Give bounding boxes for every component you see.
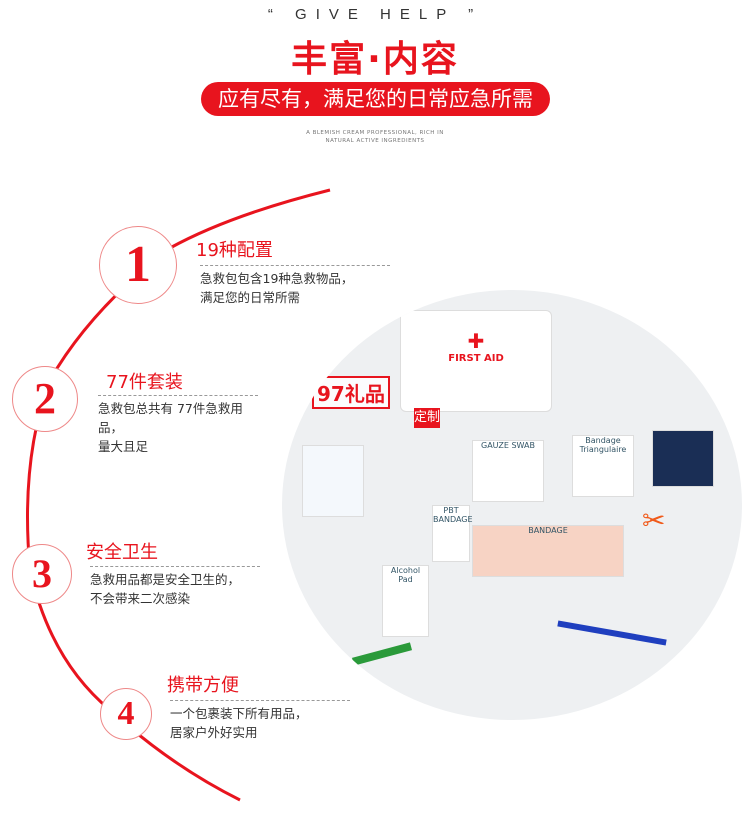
gauze-swab: GAUZE SWAB bbox=[472, 440, 544, 502]
feature-desc-4: 一个包裹装下所有用品， 居家户外好实用 bbox=[170, 700, 350, 742]
desc-line: 不会带来二次感染 bbox=[90, 591, 191, 606]
alcohol-pad: Alcohol Pad bbox=[382, 565, 429, 637]
desc-line: 急救包总共有 77件急救用品， bbox=[98, 401, 243, 435]
tagline: A BLEMISH CREAM PROFESSIONAL, RICH IN NAT… bbox=[0, 129, 750, 145]
feature-title-2: 77件套装 bbox=[106, 372, 183, 393]
triangular-bandage: Bandage Triangulaire bbox=[572, 435, 634, 497]
desc-line: 急救包包含19种急救物品， bbox=[200, 271, 354, 286]
kicker-text: “ GIVE HELP ” bbox=[267, 6, 483, 23]
feature-number-1: 1 bbox=[99, 226, 177, 304]
banner: 应有尽有，满足您的日常应急所需 bbox=[201, 82, 550, 116]
feature-desc-3: 急救用品都是安全卫生的， 不会带来二次感染 bbox=[90, 566, 260, 608]
box-label: FIRST AID bbox=[448, 353, 504, 364]
desc-line: 居家户外好实用 bbox=[170, 725, 258, 740]
feature-title-3: 安全卫生 bbox=[86, 542, 158, 563]
tagline-line-2: NATURAL ACTIVE INGREDIENTS bbox=[325, 138, 425, 144]
cold-pack bbox=[302, 445, 364, 517]
desc-line: 量大且足 bbox=[98, 439, 149, 454]
feature-number-2: 2 bbox=[12, 366, 78, 432]
tweezers bbox=[557, 620, 667, 646]
adhesive-bandages: BANDAGE bbox=[472, 525, 624, 577]
desc-line: 急救用品都是安全卫生的， bbox=[90, 572, 241, 587]
desc-line: 一个包裹装下所有用品， bbox=[170, 706, 308, 721]
first-aid-kit-photo: ✚ FIRST AID 97礼品 定制 GAUZE SWAB Bandage T… bbox=[282, 290, 742, 720]
watermark: 97礼品 bbox=[312, 376, 390, 409]
whistle bbox=[351, 642, 413, 666]
feature-number-4: 4 bbox=[100, 688, 152, 740]
watermark-stamp: 定制 bbox=[414, 408, 440, 428]
desc-line: 满足您的日常所需 bbox=[200, 290, 301, 305]
feature-desc-2: 急救包总共有 77件急救用品， 量大且足 bbox=[98, 395, 258, 456]
bandage-box bbox=[652, 430, 714, 487]
feature-title-1: 19种配置 bbox=[196, 240, 273, 261]
red-cross-icon: ✚ bbox=[467, 329, 485, 353]
feature-title-4: 携带方便 bbox=[167, 675, 239, 696]
tagline-line-1: A BLEMISH CREAM PROFESSIONAL, RICH IN bbox=[306, 130, 444, 136]
page-title: 丰富·内容 bbox=[291, 39, 459, 80]
pbt-bandage: PBT BANDAGE bbox=[432, 505, 473, 562]
feature-desc-1: 急救包包含19种急救物品， 满足您的日常所需 bbox=[200, 265, 390, 307]
first-aid-box: ✚ FIRST AID bbox=[400, 310, 552, 412]
scissors-icon: ✂ bbox=[642, 504, 666, 537]
feature-number-3: 3 bbox=[12, 544, 72, 604]
